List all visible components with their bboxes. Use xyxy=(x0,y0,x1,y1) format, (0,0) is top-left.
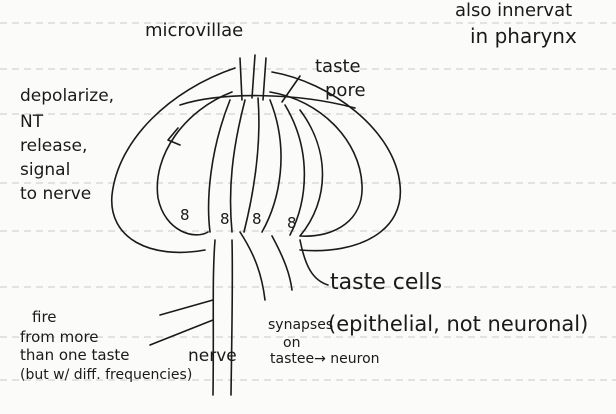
synapses-label: synapses xyxy=(268,318,333,332)
taste-pore-label-2: pore xyxy=(325,82,366,100)
microvillae-strands xyxy=(240,55,266,100)
cell-mark-1: 8 xyxy=(180,208,190,223)
fire-label: fire xyxy=(32,310,57,325)
from-more-label: from more xyxy=(20,330,99,345)
cell-mark-3: 8 xyxy=(252,212,262,227)
nt-label: NT xyxy=(20,114,43,131)
release-label: release, xyxy=(20,138,87,155)
synapses-target-label: tastee→ neuron xyxy=(270,352,380,366)
microvillae-label: microvillae xyxy=(145,22,243,40)
cell-mark-4: 8 xyxy=(287,216,297,231)
taste-cells-label: taste cells xyxy=(330,272,442,294)
than-one-taste-label: than one taste xyxy=(20,348,130,363)
corner-note-line2: in pharynx xyxy=(470,26,577,46)
depolarize-label: depolarize, xyxy=(20,88,114,105)
signal-label: signal xyxy=(20,162,70,179)
synapses-on-label: on xyxy=(283,336,300,350)
nerve-label: nerve xyxy=(188,348,237,365)
diff-frequencies-label: (but w/ diff. frequencies) xyxy=(20,368,192,382)
nerve-stalk xyxy=(213,240,232,395)
cell-mark-2: 8 xyxy=(220,212,230,227)
epithelial-label: (epithelial, not neuronal) xyxy=(328,314,588,335)
taste-cells-pointer xyxy=(300,240,328,285)
taste-pore-label-1: taste xyxy=(315,58,361,76)
to-nerve-label: to nerve xyxy=(20,186,91,203)
corner-note-line1: also innervat xyxy=(455,2,572,20)
